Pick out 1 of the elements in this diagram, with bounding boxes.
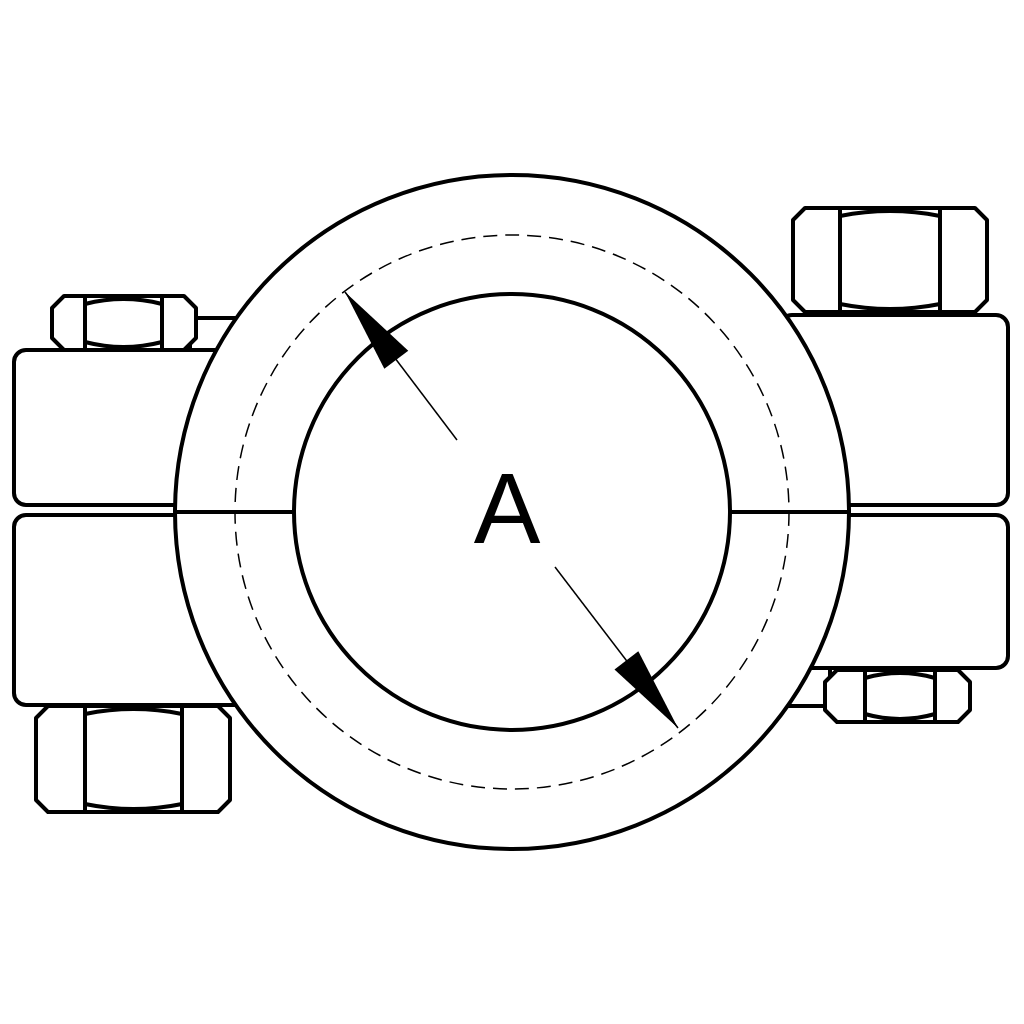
dimension-label: A bbox=[473, 458, 541, 558]
